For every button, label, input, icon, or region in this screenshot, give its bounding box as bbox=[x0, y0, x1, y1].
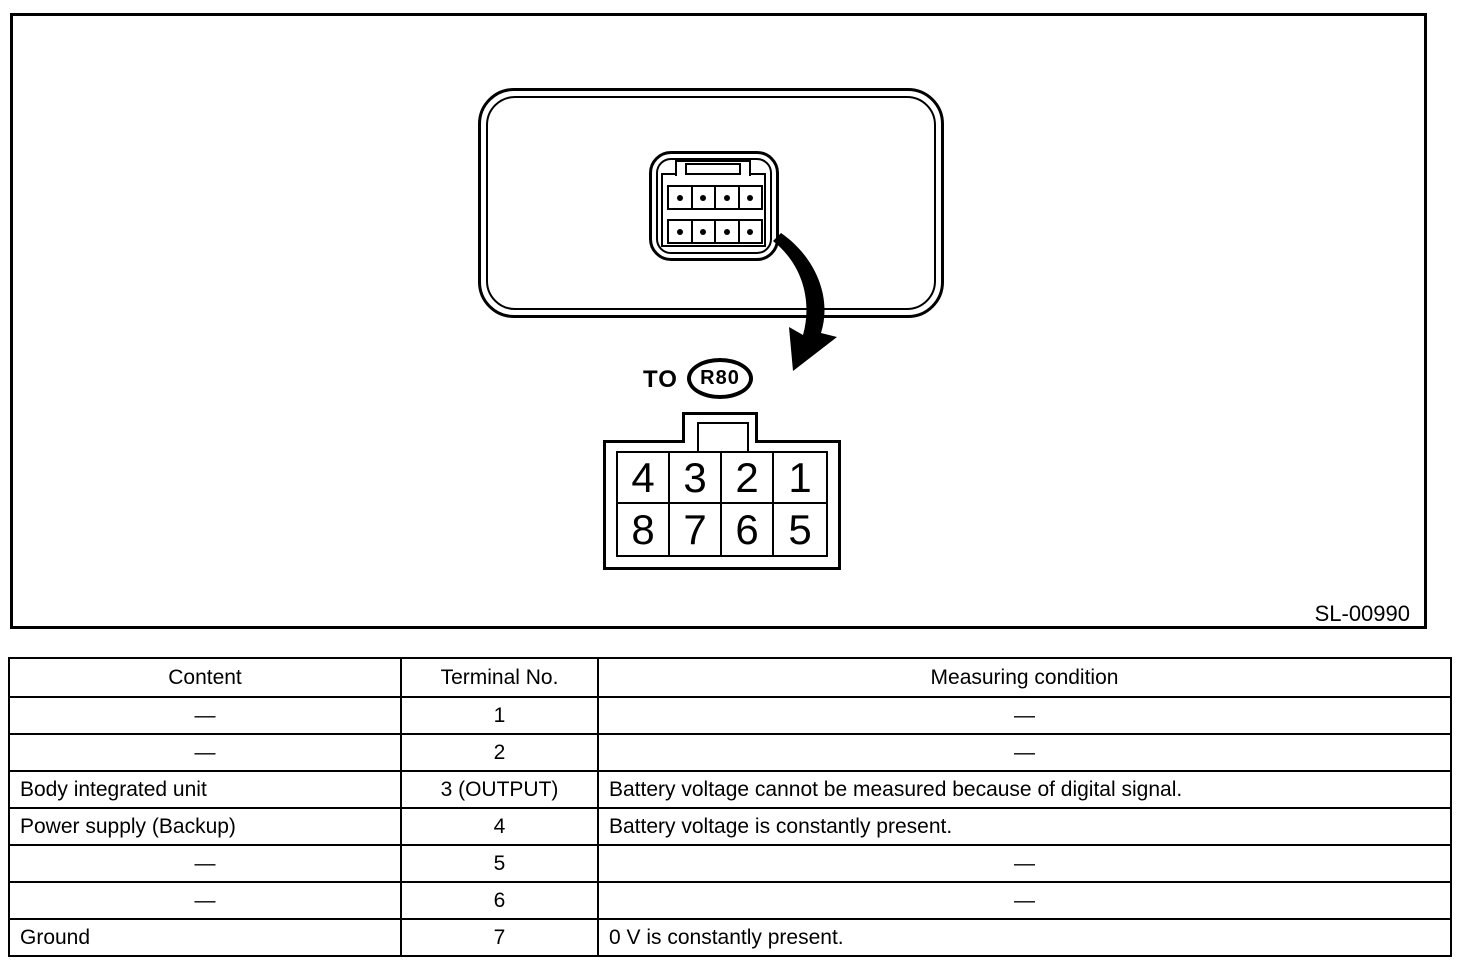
pinout-cell-2: 2 bbox=[722, 453, 774, 504]
connector-socket-inner-line bbox=[656, 158, 772, 254]
table-row: Ground 7 0 V is constantly present. bbox=[8, 918, 1452, 957]
cell-terminal: 7 bbox=[400, 918, 599, 957]
pinout-cell-1: 1 bbox=[774, 453, 826, 504]
table-row: — 1 — bbox=[8, 696, 1452, 735]
header-terminal-no: Terminal No. bbox=[400, 657, 599, 698]
cell-content: — bbox=[8, 696, 402, 735]
connector-ref-badge: R80 bbox=[687, 358, 753, 399]
header-content: Content bbox=[8, 657, 402, 698]
pinout-cell-4: 4 bbox=[618, 453, 670, 504]
cell-content: — bbox=[8, 844, 402, 883]
cell-terminal: 1 bbox=[400, 696, 599, 735]
figure-code: SL-00990 bbox=[1314, 601, 1410, 626]
control-unit-inner-line bbox=[486, 96, 936, 310]
socket-pin bbox=[690, 185, 716, 210]
header-measuring-condition: Measuring condition bbox=[597, 657, 1452, 698]
cell-content: Ground bbox=[8, 918, 402, 957]
cell-terminal: 3 (OUTPUT) bbox=[400, 770, 599, 809]
pinout-grid: 4 3 2 1 8 7 6 5 bbox=[616, 451, 828, 557]
socket-pin-row-top bbox=[667, 185, 763, 210]
connector-socket-key-bar bbox=[685, 163, 741, 175]
socket-pin-row-bottom bbox=[667, 219, 763, 244]
socket-pin bbox=[690, 219, 716, 244]
socket-pin bbox=[737, 219, 763, 244]
cell-condition: — bbox=[597, 844, 1452, 883]
pinout-cell-6: 6 bbox=[722, 504, 774, 555]
cell-terminal: 2 bbox=[400, 733, 599, 772]
cell-condition: Battery voltage is constantly present. bbox=[597, 807, 1452, 846]
curved-arrow-icon bbox=[773, 233, 837, 371]
cell-content: Body integrated unit bbox=[8, 770, 402, 809]
socket-pin bbox=[667, 185, 693, 210]
cell-condition: — bbox=[597, 881, 1452, 920]
cell-content: Power supply (Backup) bbox=[8, 807, 402, 846]
cell-terminal: 5 bbox=[400, 844, 599, 883]
cell-condition: Battery voltage cannot be measured becau… bbox=[597, 770, 1452, 809]
cell-content: — bbox=[8, 733, 402, 772]
pinout-cell-5: 5 bbox=[788, 505, 812, 553]
socket-pin bbox=[667, 219, 693, 244]
connector-ref-text: R80 bbox=[700, 367, 740, 389]
connector-socket-icon bbox=[649, 151, 779, 261]
cell-condition: — bbox=[597, 733, 1452, 772]
table-row: Body integrated unit 3 (OUTPUT) Battery … bbox=[8, 770, 1452, 809]
cell-condition: — bbox=[597, 696, 1452, 735]
table-row: — 2 — bbox=[8, 733, 1452, 772]
pinout-key-tab-inner bbox=[697, 422, 749, 453]
table-header-row: Content Terminal No. Measuring condition bbox=[8, 657, 1452, 698]
table-row: — 6 — bbox=[8, 881, 1452, 920]
control-unit-outline bbox=[478, 88, 944, 318]
socket-pin bbox=[714, 219, 740, 244]
cell-condition: 0 V is constantly present. bbox=[597, 918, 1452, 957]
cell-terminal: 6 bbox=[400, 881, 599, 920]
cell-content: — bbox=[8, 881, 402, 920]
to-label: TO bbox=[643, 366, 678, 393]
socket-pin bbox=[737, 185, 763, 210]
cell-terminal: 4 bbox=[400, 807, 599, 846]
table-row: — 5 — bbox=[8, 844, 1452, 883]
connector-figure-frame: TO R80 4 3 2 1 8 7 6 5 SL-00990 bbox=[10, 13, 1427, 629]
pinout-cell-7: 7 bbox=[670, 504, 722, 555]
pinout-cell-3: 3 bbox=[670, 453, 722, 504]
pinout-cell-8: 8 bbox=[618, 504, 670, 555]
terminal-table: Content Terminal No. Measuring condition… bbox=[8, 657, 1452, 957]
table-row: Power supply (Backup) 4 Battery voltage … bbox=[8, 807, 1452, 846]
socket-pin bbox=[714, 185, 740, 210]
